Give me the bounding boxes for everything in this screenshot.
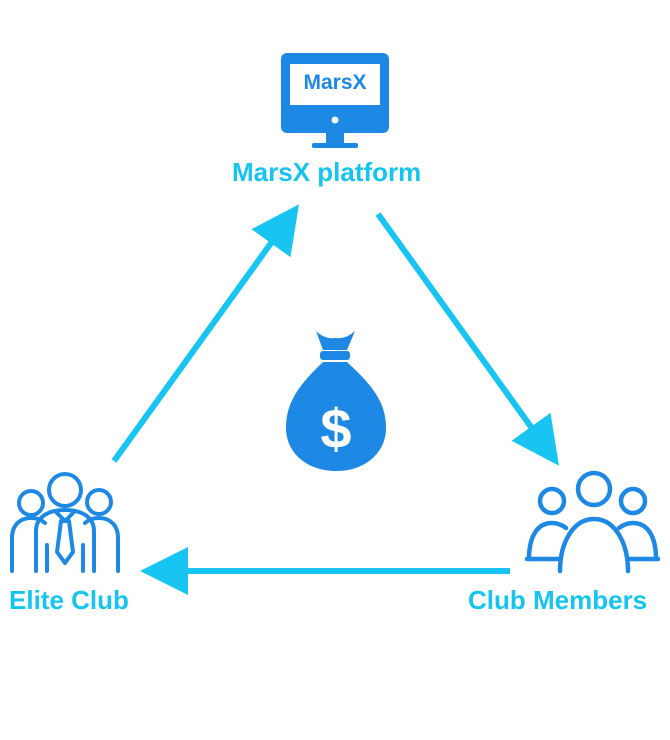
edge-elite-to-platform: [111, 204, 300, 463]
edges-group: [111, 204, 560, 595]
node-label-platform: MarsX platform: [232, 157, 422, 187]
monitor-screen-text: MarsX: [303, 71, 367, 94]
node-label-club-members: Club Members: [468, 585, 648, 615]
business-group-icon: [10, 472, 120, 573]
money-bag-icon: [286, 331, 386, 471]
people-group-icon: [524, 470, 661, 574]
dollar-sign: $: [320, 397, 351, 460]
node-label-elite-club: Elite Club: [9, 585, 129, 615]
monitor-icon: [281, 53, 389, 148]
edge-platform-to-members: [375, 212, 560, 466]
